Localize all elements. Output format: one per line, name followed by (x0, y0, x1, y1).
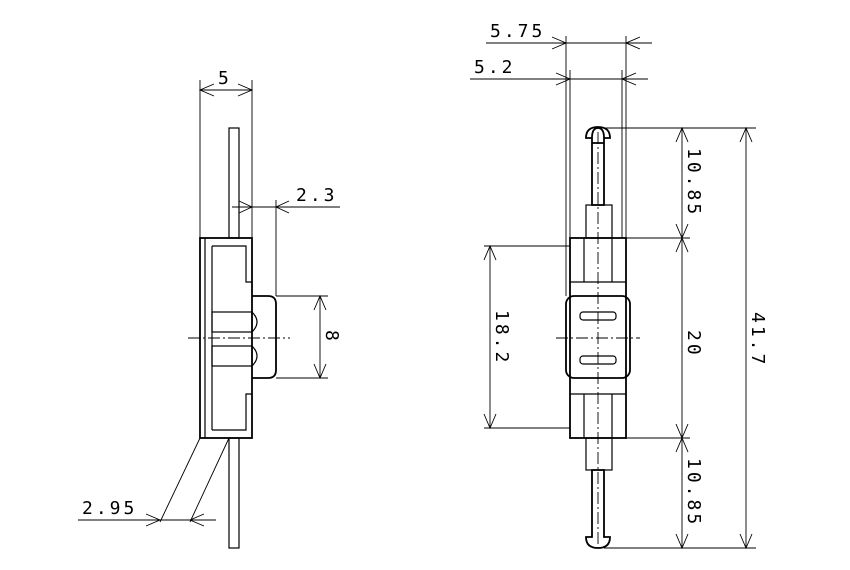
dim-side-step-arrow-right (274, 200, 290, 214)
dim-side-slot-label: 8 (321, 330, 342, 344)
dim-front-slot-arrow-bottom (483, 413, 497, 430)
dim-side-step-label: 2.3 (296, 185, 338, 206)
dim-front-outer-label: 5.75 (490, 21, 545, 42)
side-view-top-lead (228, 127, 240, 239)
dim-side-lead-arrow-right (188, 513, 205, 527)
dim-front-top-lead-arrow-top (675, 126, 689, 143)
side-view-bottom-lead (228, 437, 240, 549)
dim-front-outer-arrow-left (551, 36, 568, 50)
side-view: 5 2.3 8 2.95 (78, 68, 342, 549)
dim-front-bottom-lead-label: 10.85 (683, 458, 704, 527)
side-view-pin-upper (211, 311, 253, 333)
side-view-arc-lower (251, 345, 258, 367)
side-view-lower-step (212, 393, 252, 431)
dim-front-inner-label: 5.2 (474, 57, 516, 78)
dim-side-slot-arrow-bottom (313, 363, 327, 380)
dim-front-inner-arrow-right (620, 72, 637, 86)
dim-front-bottom-lead-arrow-bottom (675, 533, 689, 550)
dim-front-top-lead-label: 10.85 (683, 148, 704, 217)
dim-front-bottom-lead-arrow-top (675, 436, 689, 453)
dim-front-body-label: 20 (683, 330, 704, 358)
dim-side-lead-ext-inner (189, 437, 230, 523)
front-view-bottom-neck (585, 437, 613, 471)
front-view: 5.75 5.2 10.85 20 10.85 41.7 (470, 21, 768, 550)
dim-front-slot-label: 18.2 (491, 310, 512, 365)
dim-front-body-arrow-top (675, 236, 689, 253)
side-view-arc-upper (251, 311, 258, 333)
side-view-pin-lower (211, 345, 253, 367)
dim-front-total-label: 41.7 (747, 312, 768, 367)
dim-side-width-arrow-left (198, 83, 215, 97)
front-view-top-neck (585, 204, 613, 239)
dim-front-slot-arrow-top (483, 244, 497, 261)
dim-side-lead-arrow-left (145, 513, 162, 527)
dim-front-inner-arrow-left (555, 72, 572, 86)
front-view-top-lead (585, 126, 611, 206)
dim-front-total-arrow-top (739, 126, 753, 143)
dim-front-outer-arrow-right (624, 36, 641, 50)
dim-side-step-arrow-left (238, 200, 254, 214)
dim-side-lead-ext-outer (159, 437, 201, 523)
dim-side-slot-arrow-top (313, 294, 327, 311)
dim-side-width-label: 5 (218, 68, 232, 89)
dim-side-lead-label: 2.95 (82, 498, 137, 519)
dim-side-width-arrow-right (237, 83, 254, 97)
side-view-upper-step (212, 245, 252, 283)
side-view-center-bump (252, 295, 277, 379)
dim-front-total-arrow-bottom (739, 533, 753, 550)
